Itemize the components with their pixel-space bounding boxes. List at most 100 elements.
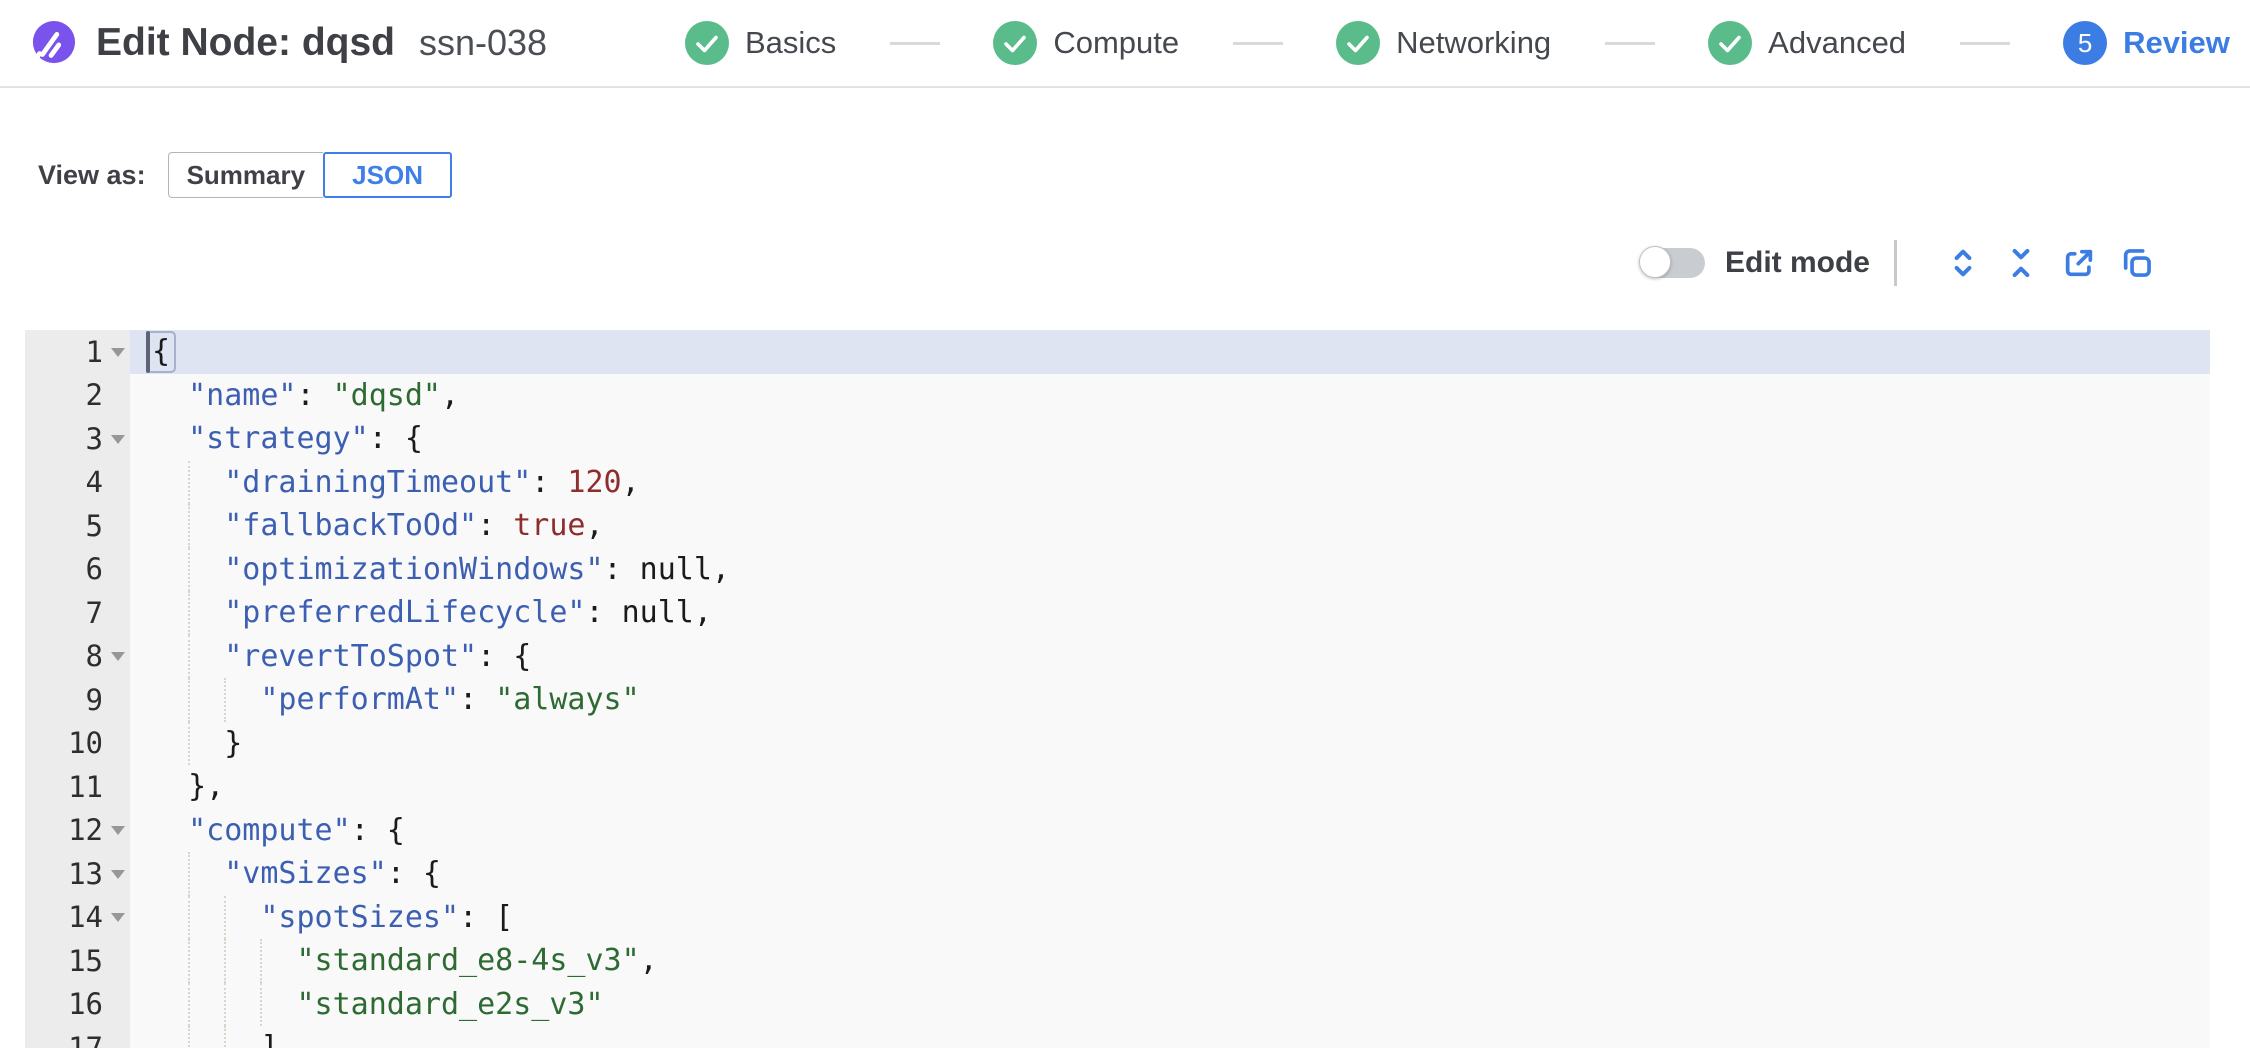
line-number: 11 [68, 769, 103, 804]
indent-guide [188, 591, 191, 635]
indent-guide [188, 547, 191, 591]
gutter-cell: 6 [25, 547, 130, 591]
indent-guide [224, 939, 227, 983]
line-number: 13 [68, 856, 103, 891]
step-label: Networking [1396, 25, 1552, 60]
code-line: 7 "preferredLifecycle": null, [25, 591, 2210, 635]
indent-guide [188, 982, 191, 1026]
code-line: 5 "fallbackToOd": true, [25, 504, 2210, 548]
line-number: 14 [68, 900, 103, 935]
fold-toggle-icon[interactable] [111, 826, 125, 836]
code-text[interactable]: "drainingTimeout": 120, [130, 460, 2210, 504]
indent-guide [224, 982, 227, 1026]
step-networking[interactable]: Networking [1336, 21, 1551, 65]
code-text[interactable]: "revertToSpot": { [130, 634, 2210, 678]
line-number: 12 [68, 813, 103, 848]
step-check-icon [993, 21, 1038, 65]
indent-guide [260, 939, 263, 983]
code-line: 17 ], [25, 1026, 2210, 1048]
step-connector [889, 41, 940, 45]
line-number: 16 [68, 987, 103, 1022]
view-as-summary-button[interactable]: Summary [167, 152, 324, 198]
code-text[interactable]: "standard_e2s_v3" [130, 982, 2210, 1026]
indent-guide [188, 460, 191, 504]
code-line: 14 "spotSizes": [ [25, 895, 2210, 939]
indent-guide [188, 1026, 191, 1048]
step-basics[interactable]: Basics [685, 21, 836, 65]
code-line: 3 "strategy": { [25, 417, 2210, 461]
line-number: 15 [68, 943, 103, 978]
fold-toggle-icon[interactable] [111, 652, 125, 662]
line-number: 3 [85, 421, 103, 456]
code-text[interactable]: }, [130, 765, 2210, 809]
collapse-all-icon[interactable] [2003, 245, 2039, 281]
line-number: 7 [85, 595, 103, 630]
gutter-cell: 10 [25, 721, 130, 765]
code-line: 13 "vmSizes": { [25, 852, 2210, 896]
gutter-cell: 11 [25, 765, 130, 809]
code-text[interactable]: "standard_e8-4s_v3", [130, 939, 2210, 983]
code-text[interactable]: "preferredLifecycle": null, [130, 591, 2210, 635]
code-text[interactable]: "optimizationWindows": null, [130, 547, 2210, 591]
gutter-cell: 5 [25, 504, 130, 548]
indent-guide [188, 678, 191, 722]
fold-toggle-icon[interactable] [111, 347, 125, 357]
app-logo [30, 20, 76, 66]
export-icon[interactable] [2061, 245, 2097, 281]
code-text[interactable]: "name": "dqsd", [130, 373, 2210, 417]
step-label: Basics [745, 25, 837, 60]
step-label: Review [2123, 25, 2230, 60]
edit-mode-label: Edit mode [1724, 246, 1870, 279]
code-text[interactable]: } [130, 721, 2210, 765]
gutter-cell: 9 [25, 678, 130, 722]
step-check-icon [1336, 21, 1381, 65]
expand-all-icon[interactable] [1945, 245, 1981, 281]
fold-toggle-icon[interactable] [111, 869, 125, 879]
fold-toggle-icon[interactable] [111, 434, 125, 444]
indent-guide [188, 939, 191, 983]
code-line: 8 "revertToSpot": { [25, 634, 2210, 678]
gutter-cell: 1 [25, 330, 130, 374]
step-check-icon [685, 21, 729, 65]
matched-bracket-with-cursor: { [146, 331, 177, 373]
view-as-json-button[interactable]: JSON [323, 152, 453, 198]
indent-guide [188, 634, 191, 678]
edit-mode-toggle[interactable] [1638, 246, 1705, 278]
gutter-cell: 4 [25, 460, 130, 504]
view-as-label: View as: [38, 159, 146, 190]
step-compute[interactable]: Compute [993, 21, 1179, 65]
code-text[interactable]: "fallbackToOd": true, [130, 504, 2210, 548]
line-number: 4 [85, 465, 103, 500]
code-line: 1{ [25, 330, 2210, 374]
code-line: 16 "standard_e2s_v3" [25, 982, 2210, 1026]
code-text[interactable]: "spotSizes": [ [130, 895, 2210, 939]
code-line: 10 } [25, 721, 2210, 765]
indent-guide [188, 504, 191, 548]
gutter-cell: 7 [25, 591, 130, 635]
code-text[interactable]: "compute": { [130, 808, 2210, 852]
gutter-cell: 14 [25, 895, 130, 939]
fold-toggle-icon[interactable] [111, 913, 125, 923]
line-number: 9 [85, 682, 103, 717]
code-text[interactable]: { [130, 330, 2210, 374]
code-line: 9 "performAt": "always" [25, 678, 2210, 722]
code-text[interactable]: "performAt": "always" [130, 678, 2210, 722]
gutter-cell: 2 [25, 373, 130, 417]
gutter-cell: 17 [25, 1026, 130, 1048]
copy-icon[interactable] [2119, 245, 2155, 281]
toolbar-divider [1894, 240, 1897, 286]
code-text[interactable]: "vmSizes": { [130, 852, 2210, 896]
step-connector [1604, 41, 1655, 45]
json-code-editor[interactable]: 1{2 "name": "dqsd",3 "strategy": {4 "dra… [25, 330, 2210, 1048]
code-line: 12 "compute": { [25, 808, 2210, 852]
code-text[interactable]: ], [130, 1026, 2210, 1048]
gutter-cell: 8 [25, 634, 130, 678]
code-text[interactable]: "strategy": { [130, 417, 2210, 461]
step-advanced[interactable]: Advanced [1708, 21, 1906, 65]
step-connector [1232, 41, 1283, 45]
indent-guide [188, 852, 191, 896]
